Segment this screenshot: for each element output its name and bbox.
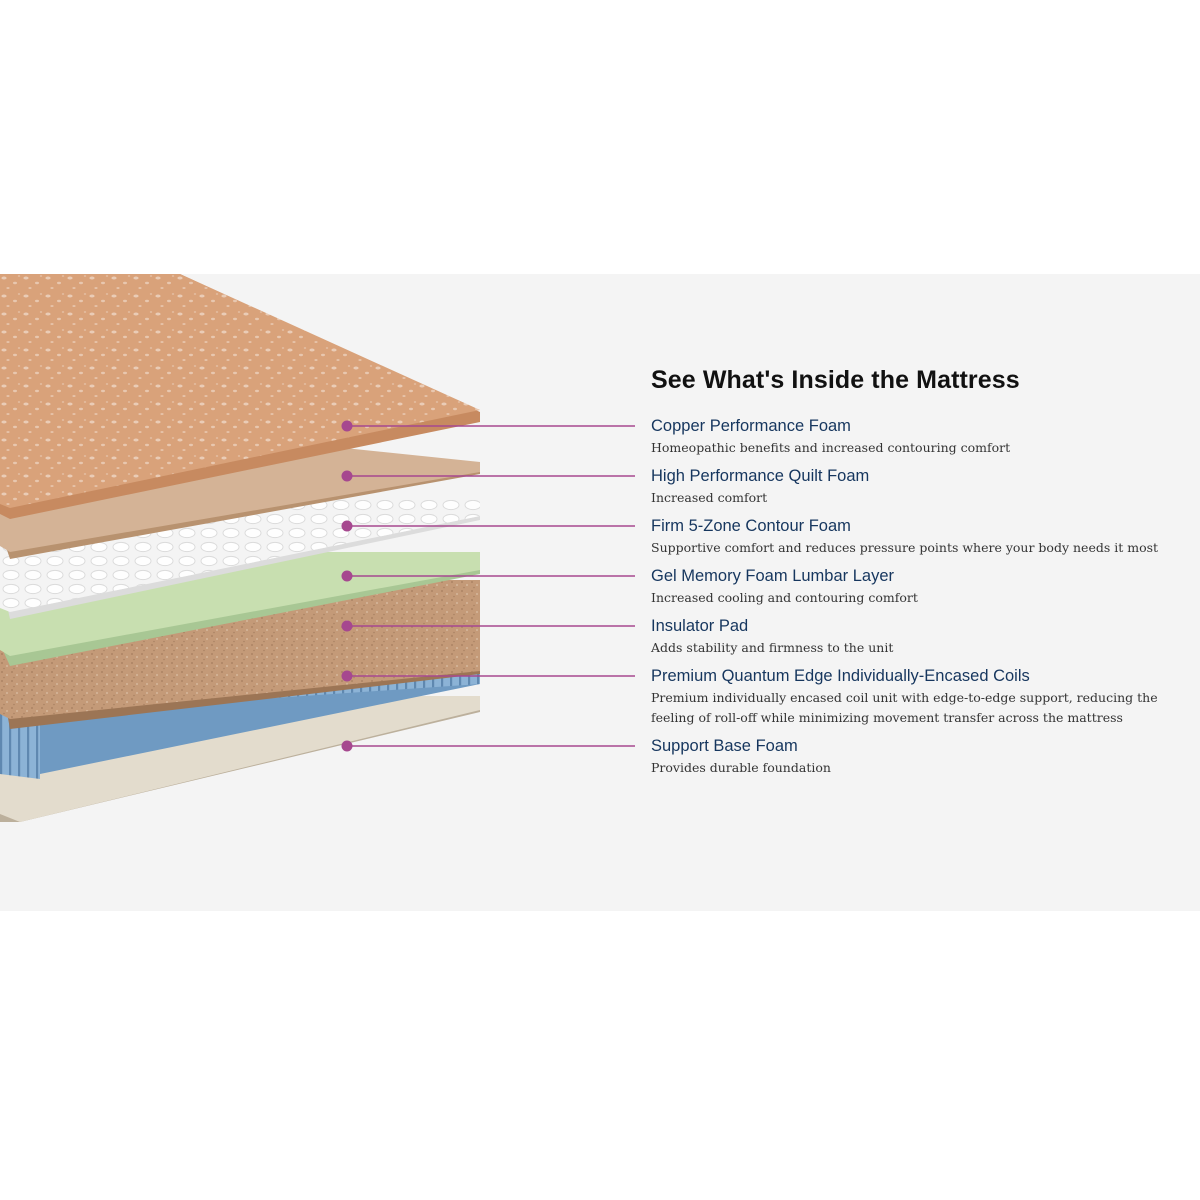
layer-description: Homeopathic benefits and increased conto… bbox=[651, 440, 1011, 455]
layer-coils: Premium Quantum Edge Individually-Encase… bbox=[651, 665, 1181, 728]
mattress-panel: See What's Inside the Mattress Copper Pe… bbox=[0, 274, 1200, 911]
layer-name: Copper Performance Foam bbox=[651, 417, 851, 435]
page-title: See What's Inside the Mattress bbox=[651, 366, 1020, 394]
layer-name: Gel Memory Foam Lumbar Layer bbox=[651, 567, 894, 585]
layer-name: Insulator Pad bbox=[651, 617, 749, 635]
layer-quilt: High Performance Quilt Foam Increased co… bbox=[651, 465, 1181, 508]
leader-lines bbox=[341, 420, 635, 752]
copper-layer bbox=[0, 274, 480, 519]
layer-copper: Copper Performance Foam Homeopathic bene… bbox=[651, 415, 1181, 458]
layer-name: Support Base Foam bbox=[651, 737, 798, 755]
layer-contour: Firm 5-Zone Contour Foam Supportive comf… bbox=[651, 515, 1181, 558]
layer-description: Premium individually encased coil unit w… bbox=[651, 690, 1158, 725]
layer-name: Firm 5-Zone Contour Foam bbox=[651, 517, 851, 535]
layer-insulator: Insulator Pad Adds stability and firmnes… bbox=[651, 615, 1181, 658]
layer-description: Increased comfort bbox=[651, 490, 768, 505]
layer-description: Provides durable foundation bbox=[651, 760, 831, 775]
layer-gel-memory: Gel Memory Foam Lumbar Layer Increased c… bbox=[651, 565, 1181, 608]
layer-support-base: Support Base Foam Provides durable found… bbox=[651, 735, 1181, 778]
layer-name: Premium Quantum Edge Individually-Encase… bbox=[651, 667, 1030, 685]
layer-description: Increased cooling and contouring comfort bbox=[651, 590, 918, 605]
layer-description: Supportive comfort and reduces pressure … bbox=[651, 540, 1159, 555]
mattress-layers-illustration bbox=[0, 274, 635, 822]
layer-name: High Performance Quilt Foam bbox=[651, 467, 870, 485]
layer-description: Adds stability and firmness to the unit bbox=[651, 640, 894, 655]
